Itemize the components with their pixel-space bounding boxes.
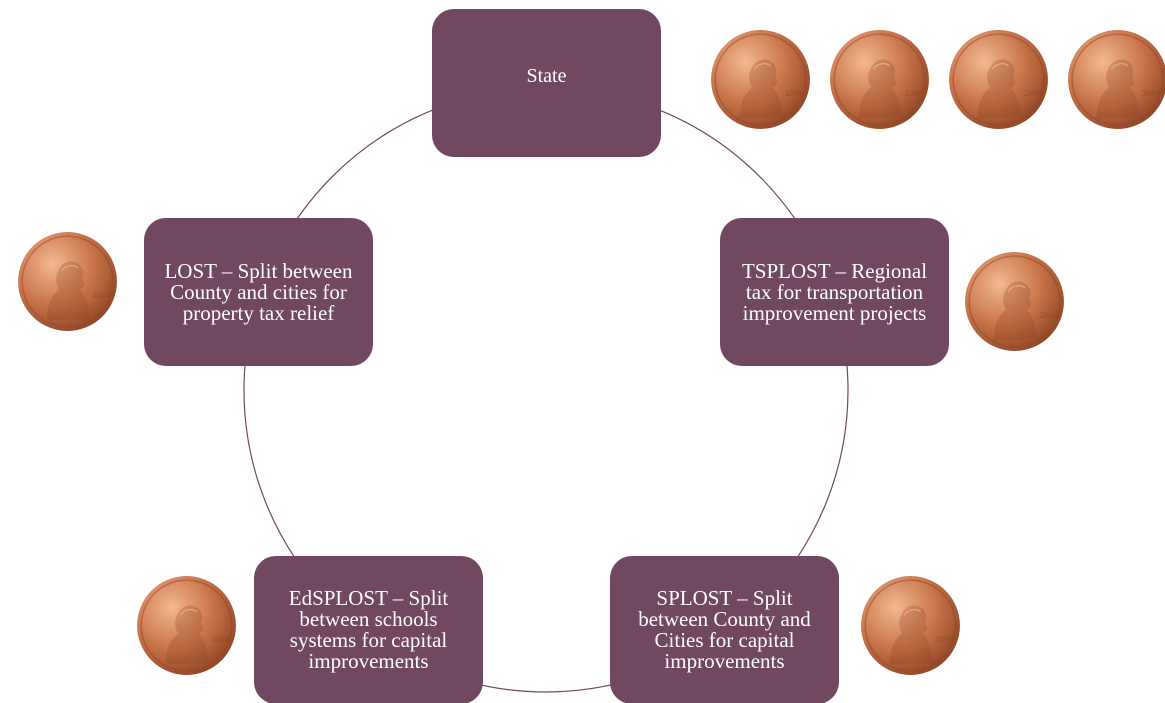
svg-text:2008: 2008: [1039, 311, 1058, 320]
node-edsplost: EdSPLOST – Split between schools systems…: [254, 556, 483, 703]
penny-coin-icon: 2008: [963, 250, 1066, 353]
penny-coin-svg: 2008: [18, 232, 117, 331]
svg-text:2008: 2008: [785, 89, 804, 98]
penny-coin-icon: 2008: [135, 574, 238, 677]
penny-coin-svg: 2008: [137, 576, 236, 675]
node-tsplost-label: TSPLOST – Regional tax for transportatio…: [741, 258, 928, 325]
penny-coin-svg: 2008: [711, 30, 810, 129]
node-edsplost-label: EdSPLOST – Split between schools systems…: [288, 586, 449, 673]
node-lost: LOST – Split between County and cities f…: [144, 218, 373, 366]
penny-coin-icon: 2008: [947, 28, 1050, 131]
svg-text:2008: 2008: [935, 635, 954, 644]
penny-coin-svg: 2008: [830, 30, 929, 129]
penny-coin-icon: 2008: [828, 28, 931, 131]
penny-coin-svg: 2008: [861, 576, 960, 675]
node-splost-label: SPLOST – Split between County and Cities…: [638, 586, 811, 673]
penny-coin-svg: 2008: [1068, 30, 1165, 129]
node-lost-label: LOST – Split between County and cities f…: [164, 258, 353, 325]
svg-text:2008: 2008: [1142, 89, 1161, 98]
node-tsplost: TSPLOST – Regional tax for transportatio…: [720, 218, 949, 366]
node-state-label: State: [526, 64, 567, 87]
svg-text:2008: 2008: [92, 291, 111, 300]
svg-text:2008: 2008: [211, 635, 230, 644]
svg-text:2008: 2008: [1023, 89, 1042, 98]
node-state: State: [432, 9, 661, 157]
penny-coin-icon: 2008: [709, 28, 812, 131]
svg-text:2008: 2008: [904, 89, 923, 98]
penny-coin-icon: 2008: [1066, 28, 1165, 131]
node-splost: SPLOST – Split between County and Cities…: [610, 556, 839, 703]
penny-coin-svg: 2008: [949, 30, 1048, 129]
penny-coin-svg: 2008: [965, 252, 1064, 351]
penny-coin-icon: 2008: [859, 574, 962, 677]
penny-coin-icon: 2008: [16, 230, 119, 333]
